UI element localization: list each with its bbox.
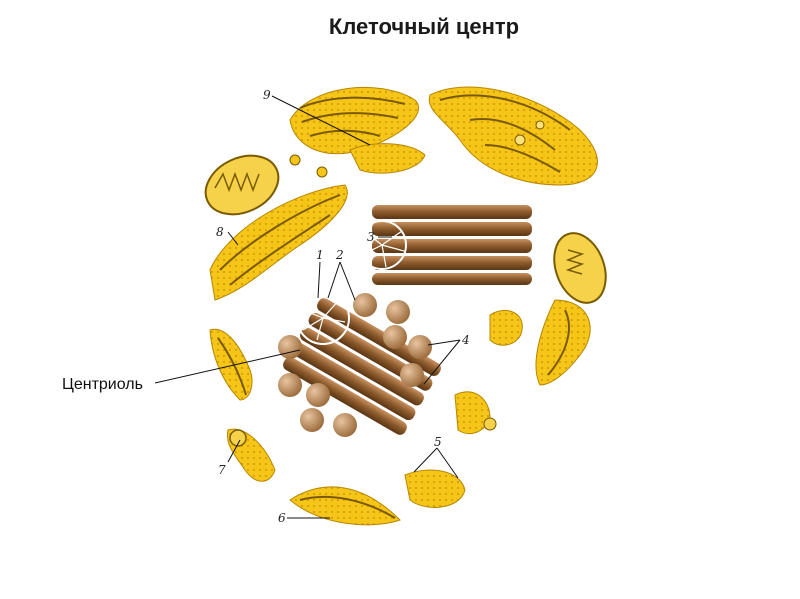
number-1: 1 [316,248,324,262]
number-5: 5 [434,435,442,449]
mitochondrion-right [545,226,615,310]
centriole-label: Центриоль [62,376,143,394]
vesicle-cluster [490,310,522,345]
number-3: 3 [367,230,375,244]
number-2: 2 [335,248,344,262]
reticulum-right [536,300,590,385]
number-9: 9 [263,88,271,102]
reticulum-top-right [429,87,597,185]
golgi-bottom-right [405,392,496,508]
reticulum-lower-left [210,329,275,481]
reticulum-bottom [290,487,400,525]
number-4: 4 [461,333,470,347]
golgi-top [290,87,425,173]
number-6: 6 [278,511,286,525]
centriole-upper [358,205,532,285]
number-8: 8 [216,225,224,239]
number-7: 7 [218,463,226,477]
